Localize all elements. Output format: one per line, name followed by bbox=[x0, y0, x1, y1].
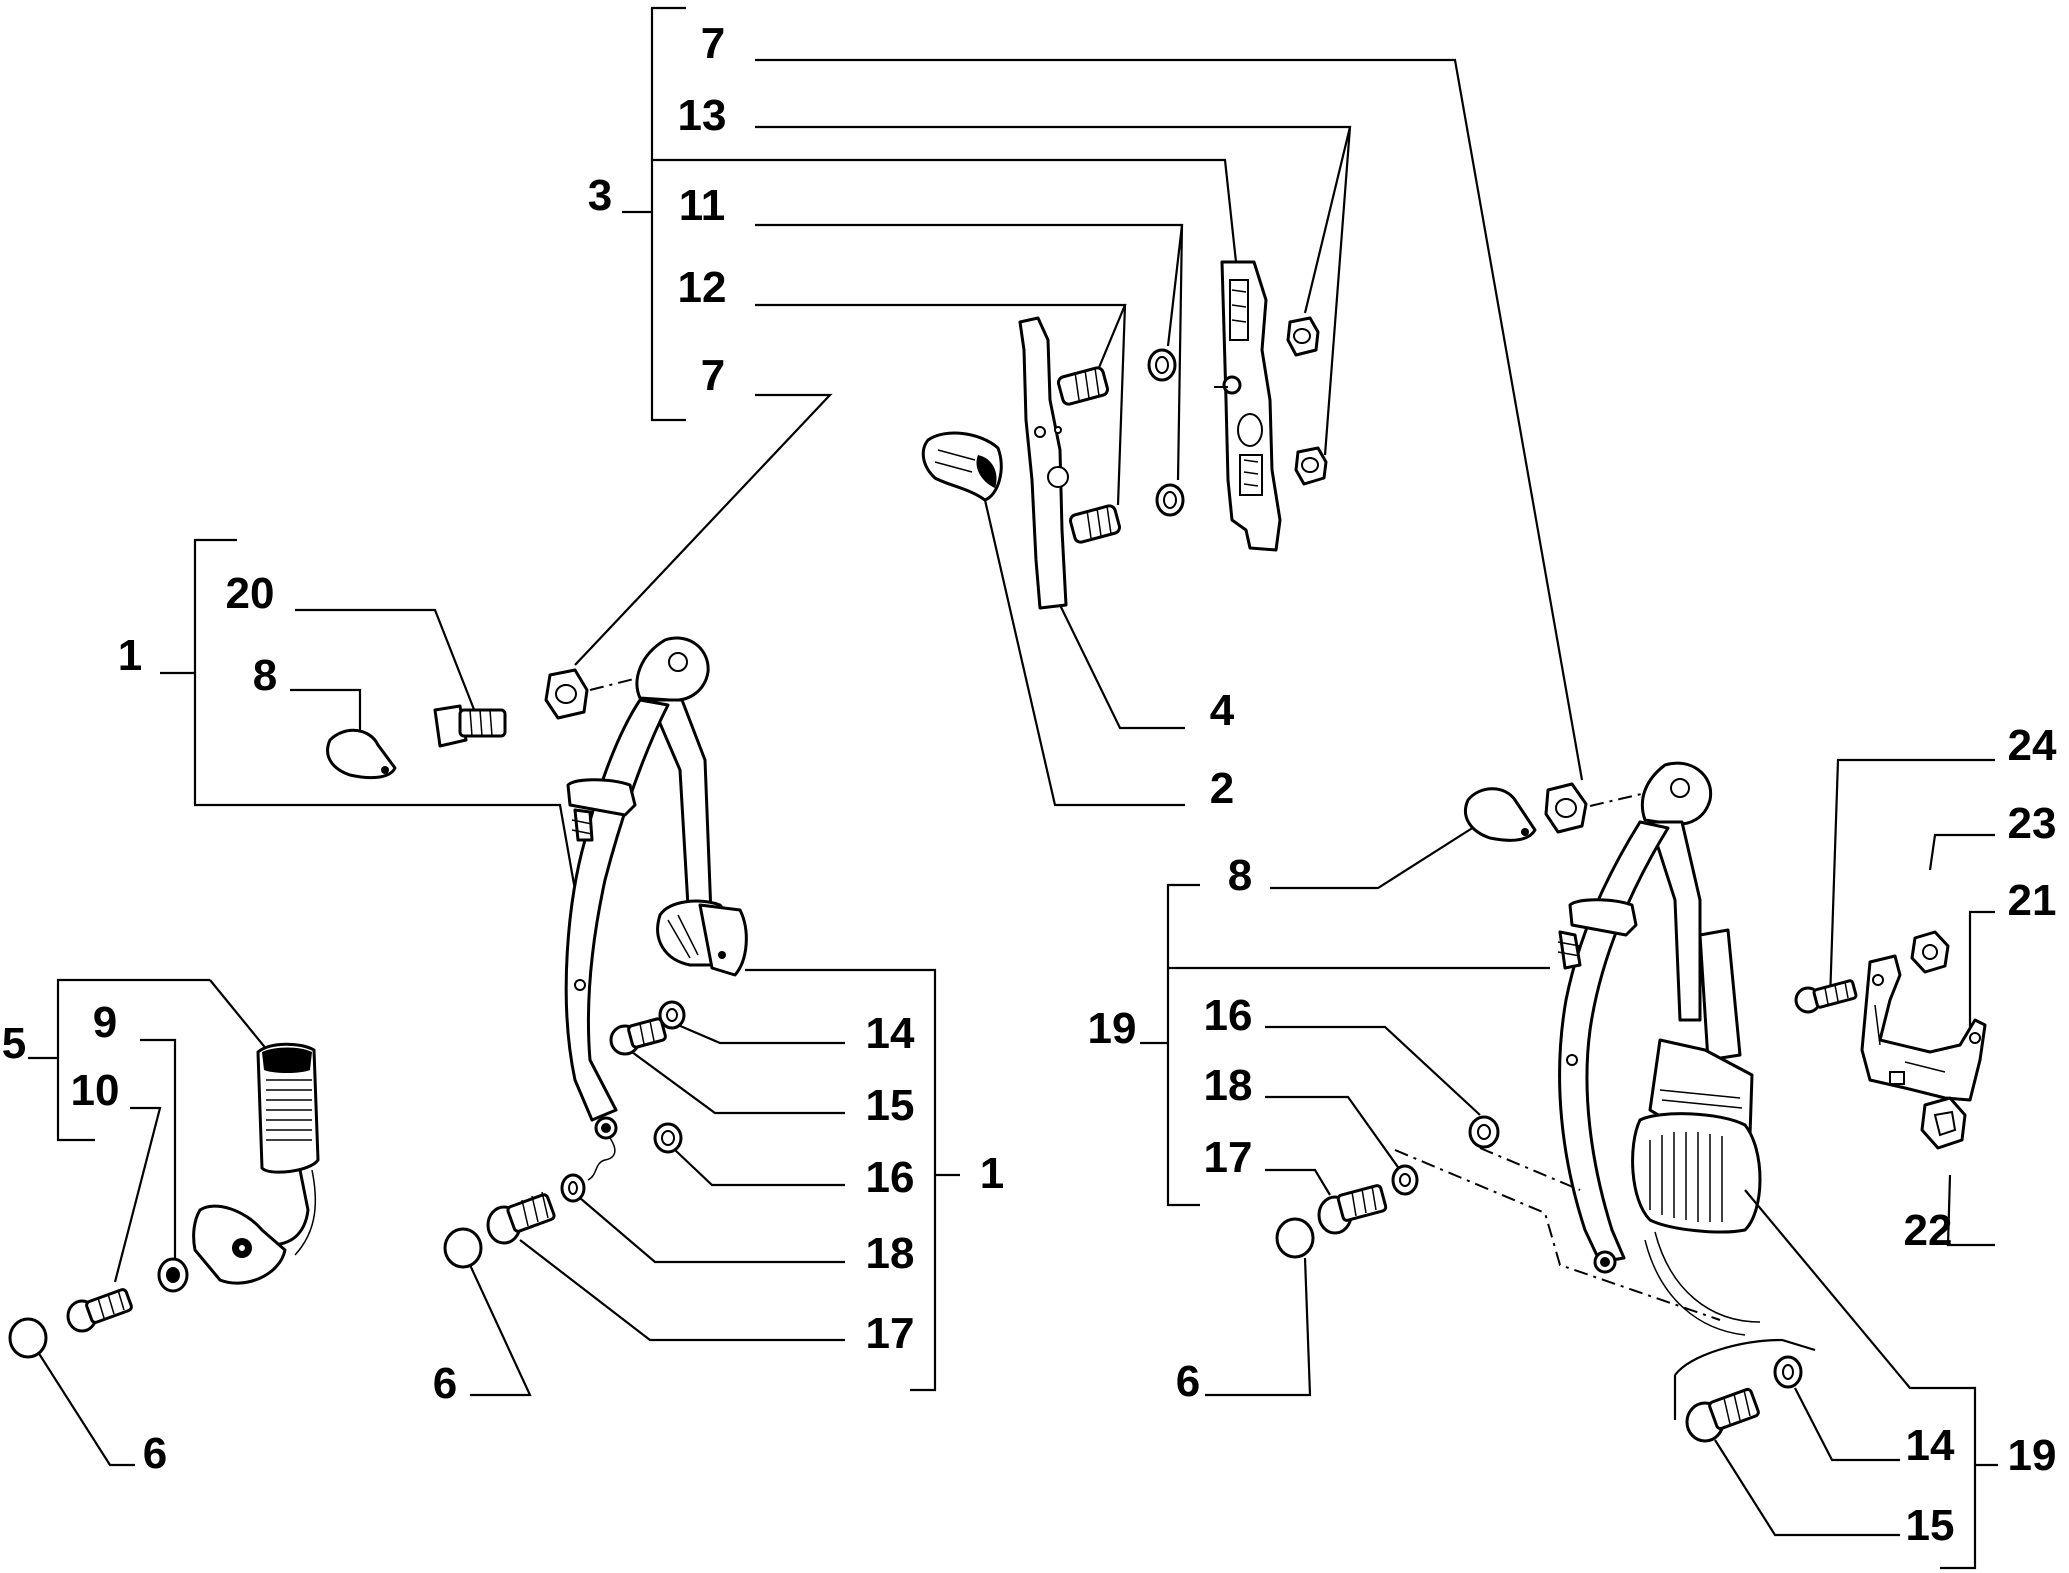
label-14-right: 14 bbox=[1906, 1421, 1955, 1470]
bolt-15-right bbox=[1685, 1387, 1760, 1443]
bolt-20 bbox=[433, 704, 507, 748]
label-11: 11 bbox=[679, 181, 726, 230]
label-7-top: 7 bbox=[701, 19, 725, 68]
label-group-5: 5 bbox=[2, 1019, 26, 1068]
group-5-bracket bbox=[56, 978, 210, 1142]
group-19-bracket-left bbox=[1166, 883, 1200, 1207]
nut-22 bbox=[1920, 1096, 1967, 1150]
label-6-right: 6 bbox=[1176, 1357, 1200, 1406]
group-1-bracket-right bbox=[745, 968, 937, 1392]
label-15-left: 15 bbox=[866, 1081, 915, 1130]
label-23: 23 bbox=[2008, 799, 2057, 848]
nut-7-right bbox=[1544, 782, 1588, 834]
label-12: 12 bbox=[678, 263, 727, 312]
buckle-assembly: 5 9 10 6 bbox=[2, 978, 320, 1478]
left-belt-assembly: 1 20 8 bbox=[118, 538, 1004, 1408]
label-18-right: 18 bbox=[1204, 1061, 1253, 1110]
cap-6-left bbox=[443, 1227, 483, 1269]
label-group-19-left: 19 bbox=[1088, 1004, 1137, 1053]
label-18-left: 18 bbox=[866, 1229, 915, 1278]
label-13: 13 bbox=[678, 91, 727, 140]
right-belt-assembly: 19 8 16 18 17 bbox=[1088, 761, 2057, 1570]
label-10: 10 bbox=[71, 1066, 120, 1115]
bolt-17-left bbox=[486, 1191, 556, 1245]
label-15-right: 15 bbox=[1906, 1501, 1955, 1550]
label-6-left-belt: 6 bbox=[433, 1359, 457, 1408]
belt-webbing-right bbox=[1648, 820, 1702, 1022]
retractor-left bbox=[656, 899, 748, 977]
label-7-lower: 7 bbox=[701, 351, 725, 400]
belt-webbing-lower-left bbox=[564, 698, 670, 1122]
height-adjuster-rail bbox=[1214, 260, 1282, 552]
screw-12-lower bbox=[1069, 504, 1121, 544]
trim-cap-8-left bbox=[326, 728, 397, 780]
label-4: 4 bbox=[1210, 686, 1235, 735]
washer-11-upper bbox=[1147, 348, 1177, 382]
group-19-bracket-right bbox=[1940, 1386, 1977, 1570]
label-21: 21 bbox=[2008, 876, 2057, 925]
label-16-right: 16 bbox=[1204, 991, 1253, 1040]
label-22: 22 bbox=[1904, 1206, 1953, 1255]
pillar-plate bbox=[1018, 316, 1068, 610]
bolt-24 bbox=[1794, 979, 1858, 1014]
label-group-1-right: 1 bbox=[980, 1149, 1004, 1198]
label-8-right: 8 bbox=[1228, 851, 1252, 900]
bolt-17-right bbox=[1317, 1184, 1388, 1235]
label-14-left: 14 bbox=[866, 1009, 915, 1058]
label-17-right: 17 bbox=[1204, 1133, 1253, 1182]
bolt-10 bbox=[66, 1288, 133, 1333]
screw-12-upper bbox=[1057, 366, 1109, 406]
belt-guide-left bbox=[566, 778, 637, 817]
label-2: 2 bbox=[1210, 764, 1234, 813]
retractor-right bbox=[1631, 928, 1762, 1336]
label-8-left: 8 bbox=[253, 651, 277, 700]
cap-6-buckle bbox=[8, 1317, 48, 1359]
nut-7-upper bbox=[1286, 316, 1320, 357]
cap-6-right bbox=[1275, 1217, 1315, 1259]
trim-cap-8-right bbox=[1464, 787, 1537, 842]
trim-cap-2 bbox=[921, 431, 1003, 502]
label-17-left: 17 bbox=[866, 1309, 915, 1358]
washer-11-lower bbox=[1155, 483, 1185, 517]
label-9: 9 bbox=[93, 998, 117, 1047]
label-24: 24 bbox=[2008, 721, 2057, 770]
label-20: 20 bbox=[226, 569, 275, 618]
nut-23 bbox=[1910, 930, 1950, 974]
label-group-3: 3 bbox=[588, 171, 612, 220]
label-group-19-right: 19 bbox=[2008, 1431, 2057, 1480]
group-3-bracket bbox=[650, 6, 686, 422]
bolt-15-left bbox=[609, 1017, 667, 1056]
bracket-21 bbox=[1860, 954, 1987, 1102]
label-6-buckle: 6 bbox=[143, 1429, 167, 1478]
nut-7-left bbox=[544, 668, 589, 720]
height-adjuster-group: 3 7 13 11 12 7 bbox=[574, 6, 1584, 781]
label-group-1-left: 1 bbox=[118, 631, 142, 680]
nut-9 bbox=[157, 1257, 189, 1293]
group-1-bracket-left bbox=[193, 538, 577, 891]
nut-7-lower bbox=[1294, 446, 1328, 486]
label-16-left: 16 bbox=[866, 1153, 915, 1202]
belt-guide-right bbox=[1568, 898, 1638, 937]
lower-bracket-assembly: 24 23 21 22 bbox=[1794, 721, 2057, 1255]
